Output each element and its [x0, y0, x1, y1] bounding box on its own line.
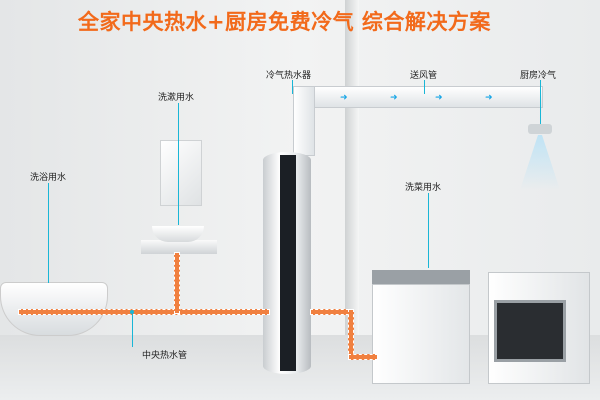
- hot-water-pipe: [348, 354, 378, 360]
- airflow-arrow-icon: ➜: [340, 93, 348, 103]
- hot-water-pipe-riser: [174, 252, 180, 314]
- label-washing: 洗漱用水: [158, 93, 195, 103]
- cooling-vent: [528, 124, 552, 134]
- oven: [494, 300, 566, 362]
- callout-line: [540, 80, 541, 124]
- kitchen-cabinet: [372, 284, 470, 384]
- label-central-pipe: 中央热水管: [142, 351, 188, 361]
- airflow-arrow-icon: ➜: [390, 93, 398, 103]
- airflow-arrow-icon: ➜: [485, 93, 493, 103]
- air-duct-riser: [293, 86, 315, 156]
- callout-line: [424, 80, 425, 94]
- cold-air-plume: [520, 135, 560, 190]
- label-heater: 冷气热水器: [266, 71, 312, 81]
- airflow-arrow-icon: ➜: [435, 93, 443, 103]
- callout-line: [428, 193, 429, 268]
- label-kitchen-cooling: 厨房冷气: [520, 71, 557, 81]
- label-vegetables: 洗菜用水: [405, 183, 442, 193]
- wash-basin: [152, 226, 204, 242]
- wall-column: [345, 0, 359, 335]
- label-duct: 送风管: [410, 71, 438, 81]
- hot-water-pipe-riser: [348, 309, 354, 359]
- callout-dot: [130, 310, 134, 314]
- hot-water-pipe: [18, 309, 270, 315]
- sink-shelf: [141, 240, 217, 254]
- page-title: 全家中央热水+厨房免费冷气 综合解决方案: [78, 10, 491, 34]
- callout-line: [178, 103, 179, 225]
- mirror: [160, 140, 202, 206]
- callout-line: [292, 80, 293, 94]
- heater-panel: [280, 155, 296, 371]
- label-bathing: 洗浴用水: [30, 173, 67, 183]
- kitchen-sink-counter: [372, 270, 470, 284]
- air-duct: [293, 86, 543, 108]
- callout-line: [132, 313, 133, 347]
- callout-line: [48, 183, 49, 283]
